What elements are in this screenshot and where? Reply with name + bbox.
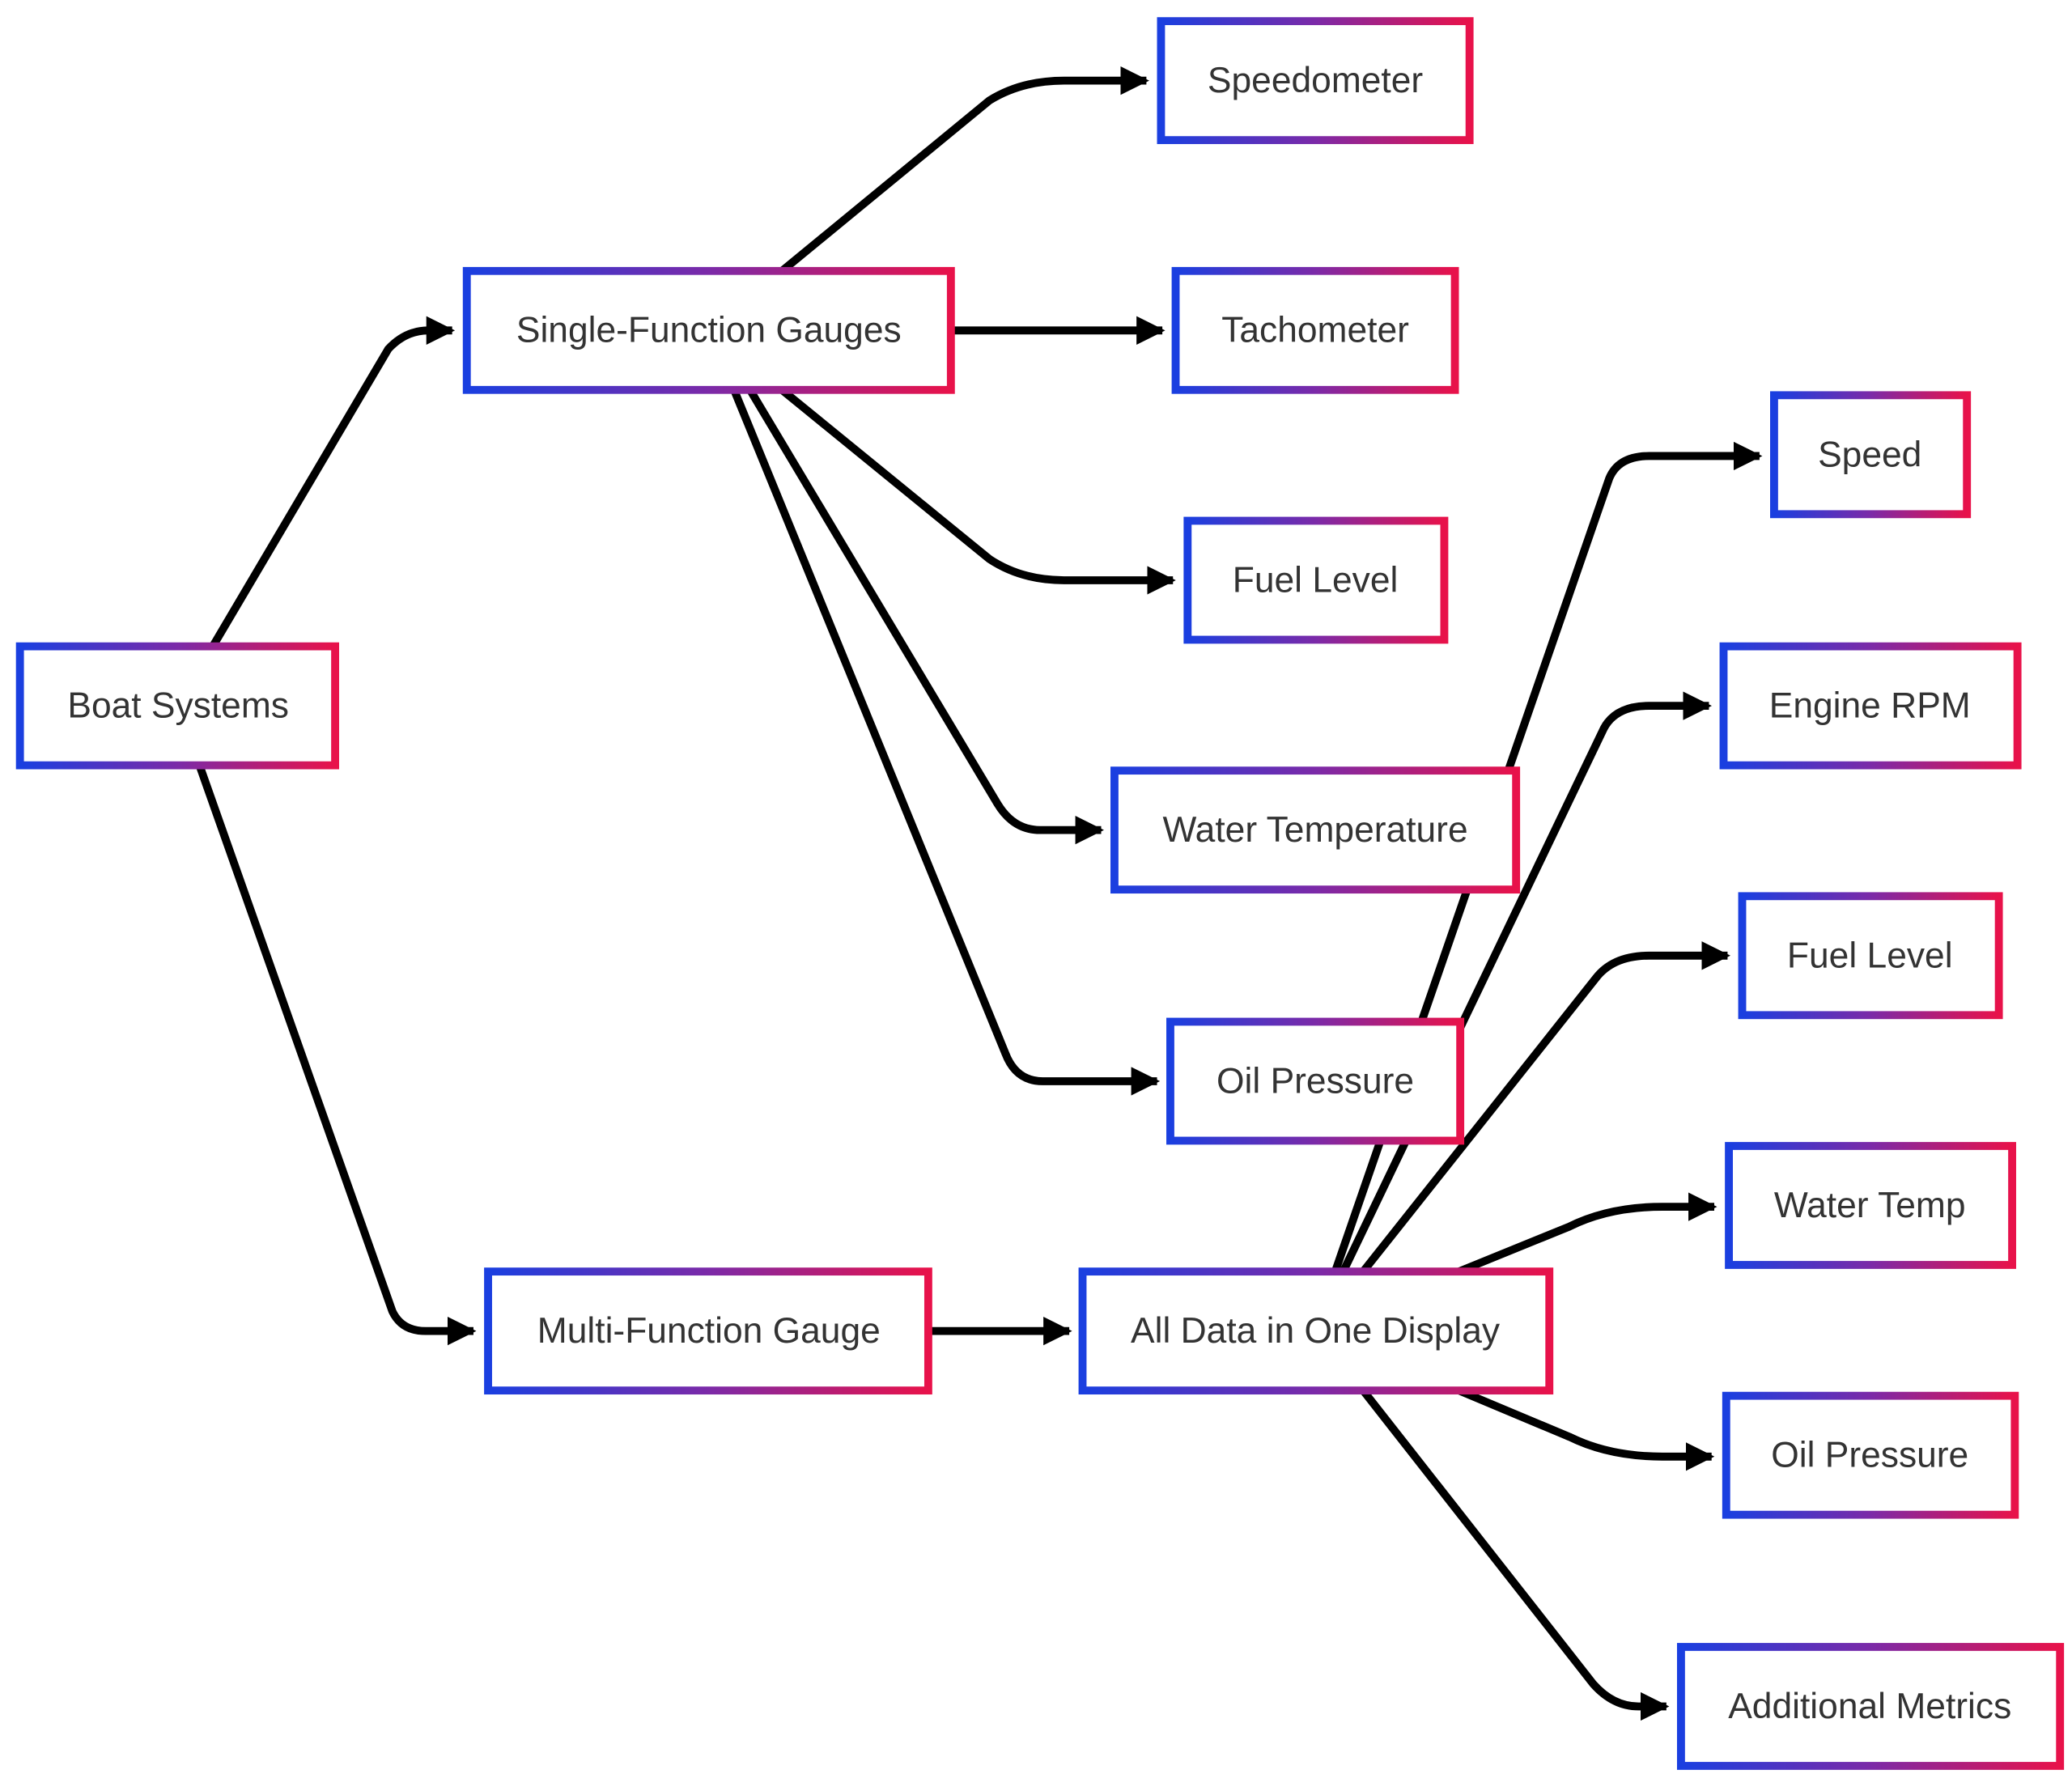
node-water-temperature[interactable]: Water Temperature xyxy=(1110,766,1521,894)
edge-boat-systems-to-single-function-gauges xyxy=(209,316,456,649)
node-fuel-level-multi-label: Fuel Level xyxy=(1787,936,1953,975)
edge-single-function-gauges-to-fuel-level xyxy=(779,387,1176,595)
edge-all-data-to-water-temp xyxy=(1457,1192,1717,1275)
node-engine-rpm[interactable]: Engine RPM xyxy=(1719,642,2022,770)
edge-all-data-to-additional-metrics xyxy=(1360,1388,1670,1721)
node-all-data-in-one-display[interactable]: All Data in One Display xyxy=(1078,1267,1554,1395)
node-tachometer-box xyxy=(1171,266,1459,394)
node-fuel-level-multi[interactable]: Fuel Level xyxy=(1738,892,2003,1020)
node-engine-rpm-label: Engine RPM xyxy=(1769,686,1971,726)
edge-all-data-to-fuel-level xyxy=(1360,941,1730,1275)
node-fuel-level-single-box xyxy=(1183,516,1449,644)
node-oil-pressure-multi[interactable]: Oil Pressure xyxy=(1722,1391,2019,1519)
edge-all-data-to-oil-pressure xyxy=(1457,1386,1715,1471)
node-water-temp-box xyxy=(1725,1142,2016,1269)
node-water-temp-label: Water Temp xyxy=(1774,1186,1966,1225)
node-tachometer-label: Tachometer xyxy=(1221,311,1409,350)
node-tachometer[interactable]: Tachometer xyxy=(1171,266,1459,394)
node-oil-pressure-single-box xyxy=(1166,1017,1465,1145)
node-single-function-gauges[interactable]: Single-Function Gauges xyxy=(462,266,955,394)
node-oil-pressure-single-label: Oil Pressure xyxy=(1216,1062,1414,1101)
node-speedometer-box xyxy=(1157,17,1474,145)
node-water-temp[interactable]: Water Temp xyxy=(1725,1142,2016,1269)
edge-single-function-gauges-to-speedometer xyxy=(779,66,1149,274)
node-engine-rpm-box xyxy=(1719,642,2022,770)
node-water-temperature-box xyxy=(1110,766,1521,894)
edge-boat-systems-to-multi-function-gauge xyxy=(195,764,477,1346)
node-multi-function-gauge-box xyxy=(484,1267,932,1395)
edge-single-function-gauges-to-water-temperature xyxy=(746,388,1105,845)
node-multi-function-gauge-label: Multi-Function Gauge xyxy=(537,1311,881,1351)
node-oil-pressure-single[interactable]: Oil Pressure xyxy=(1166,1017,1465,1145)
node-all-data-in-one-display-box xyxy=(1078,1267,1554,1395)
node-fuel-level-multi-box xyxy=(1738,892,2003,1020)
edge-all-data-to-speed xyxy=(1331,441,1763,1273)
node-fuel-level-single[interactable]: Fuel Level xyxy=(1183,516,1449,644)
node-additional-metrics-label: Additional Metrics xyxy=(1728,1687,2011,1726)
node-speed[interactable]: Speed xyxy=(1770,391,1972,519)
node-single-function-gauges-box xyxy=(462,266,955,394)
node-all-data-in-one-display-label: All Data in One Display xyxy=(1131,1311,1501,1351)
node-oil-pressure-multi-label: Oil Pressure xyxy=(1771,1436,1968,1475)
node-speed-box xyxy=(1770,391,1972,519)
node-additional-metrics-box xyxy=(1676,1643,2065,1770)
node-speedometer-label: Speedometer xyxy=(1208,61,1423,100)
node-water-temperature-label: Water Temperature xyxy=(1162,810,1467,850)
node-boat-systems[interactable]: Boat Systems xyxy=(15,642,339,770)
edges xyxy=(195,66,1763,1721)
node-oil-pressure-multi-box xyxy=(1722,1391,2019,1519)
node-boat-systems-label: Boat Systems xyxy=(67,686,289,726)
node-speed-label: Speed xyxy=(1818,435,1921,474)
node-fuel-level-single-label: Fuel Level xyxy=(1233,561,1399,601)
edge-all-data-to-engine-rpm xyxy=(1340,691,1712,1274)
node-single-function-gauges-label: Single-Function Gauges xyxy=(516,311,902,350)
node-boat-systems-box xyxy=(15,642,339,770)
node-speedometer[interactable]: Speedometer xyxy=(1157,17,1474,145)
edge-single-function-gauges-to-oil-pressure xyxy=(730,388,1161,1096)
node-multi-function-gauge[interactable]: Multi-Function Gauge xyxy=(484,1267,932,1395)
node-additional-metrics[interactable]: Additional Metrics xyxy=(1676,1643,2065,1770)
